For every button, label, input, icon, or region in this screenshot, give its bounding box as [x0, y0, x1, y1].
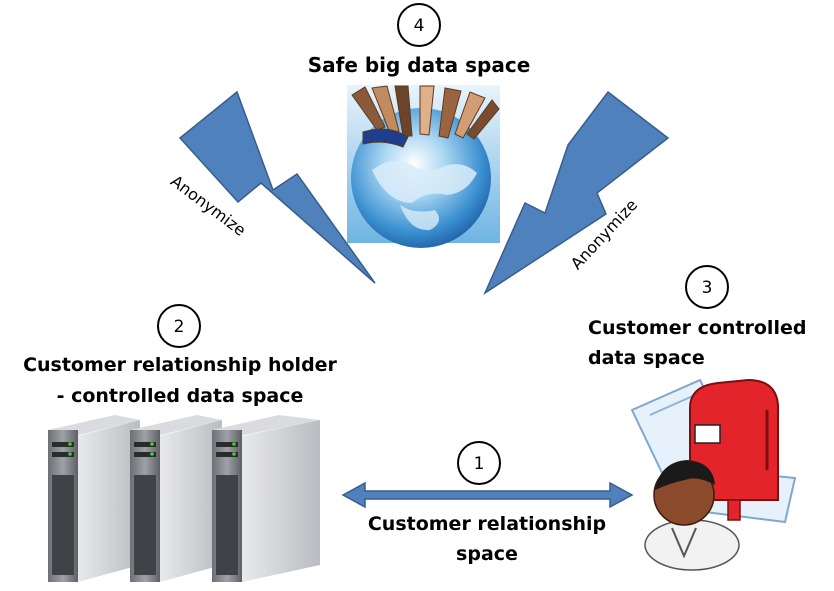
step-2-number: 2 — [174, 317, 185, 337]
globe-hands-image — [347, 85, 500, 248]
holder-title-line1: Customer relationship holder — [23, 354, 337, 376]
step-2-circle — [157, 304, 201, 348]
relationship-double-arrow — [341, 481, 634, 509]
relationship-title-line1: Customer relationship — [368, 513, 606, 535]
step-3-number: 3 — [702, 278, 713, 298]
customer-title-line2: data space — [588, 347, 705, 369]
holder-title-line2: - controlled data space — [57, 385, 304, 407]
safe-space-title: Safe big data space — [308, 53, 531, 77]
server-rack-icon — [48, 415, 320, 582]
step-4-number: 4 — [414, 16, 425, 36]
relationship-group: 1 Customer relationship space — [341, 441, 634, 565]
safe-space-group: 4 Safe big data space — [308, 3, 531, 248]
step-4-circle — [397, 3, 441, 47]
anonymize-bolt-left: Anonymize — [167, 90, 376, 284]
customer-mailbox-icon — [630, 378, 797, 571]
server-unit — [130, 415, 222, 582]
step-3-circle — [685, 265, 729, 309]
step-1-number: 1 — [474, 454, 485, 474]
customer-group: 3 Customer controlled data space — [588, 265, 806, 369]
server-unit — [48, 415, 140, 582]
relationship-title-line2: space — [456, 543, 518, 565]
anonymize-bolt-right: Anonymize — [483, 90, 670, 296]
step-1-circle — [457, 441, 501, 485]
holder-group: 2 Customer relationship holder - control… — [23, 304, 338, 407]
server-unit — [212, 415, 320, 582]
customer-title-line1: Customer controlled — [588, 317, 806, 339]
